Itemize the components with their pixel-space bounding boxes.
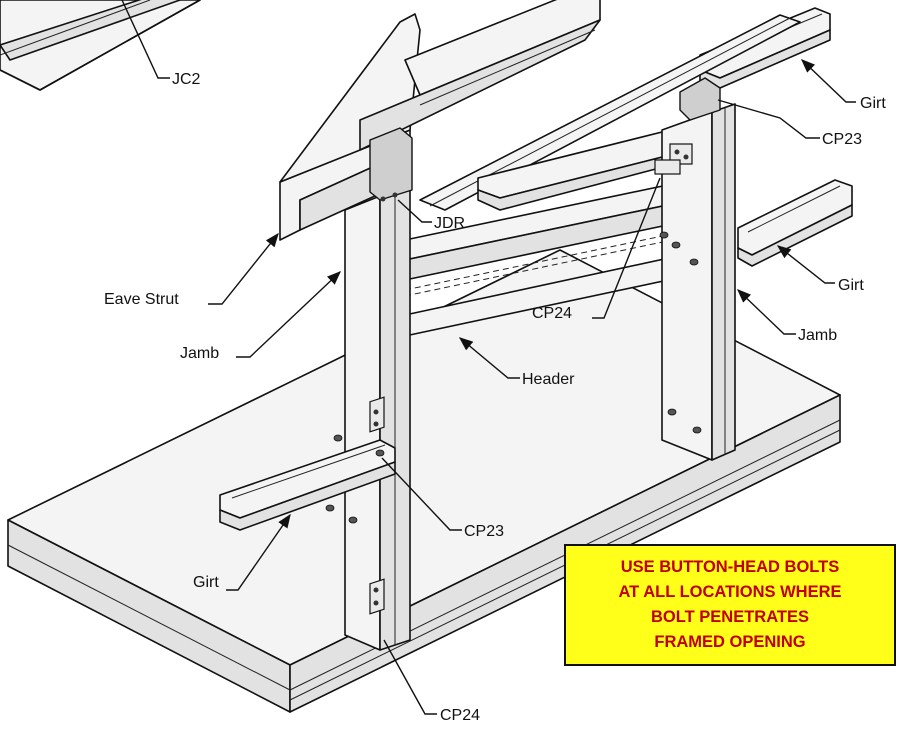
- label-jc2: JC2: [121, 0, 201, 88]
- label-jamb-right-text: Jamb: [798, 327, 837, 344]
- label-cp24-mid: CP24: [532, 177, 661, 322]
- label-girt-bottom: Girt: [193, 513, 291, 591]
- label-girt-bottom-text: Girt: [193, 574, 219, 591]
- label-cp23-top: CP23: [717, 99, 862, 148]
- label-header-text: Header: [522, 371, 575, 388]
- girt-mid: [737, 179, 853, 267]
- notice-line-4: FRAMED OPENING: [654, 633, 805, 651]
- label-cp23-bottom-text: CP23: [464, 523, 504, 540]
- label-jdr-text: JDR: [434, 215, 465, 232]
- label-cp24-mid-text: CP24: [532, 305, 572, 322]
- notice-line-3: BOLT PENETRATES: [651, 608, 809, 626]
- label-jdr: JDR: [397, 199, 465, 232]
- clip-plates: [369, 143, 693, 615]
- girt-bottom: [219, 439, 396, 531]
- girt-top: [699, 7, 831, 89]
- jamb-right: [661, 77, 736, 461]
- notice-box: USE BUTTON-HEAD BOLTS AT ALL LOCATIONS W…: [564, 544, 896, 666]
- label-cp24-bottom-text: CP24: [440, 707, 480, 724]
- label-cp24-bottom: CP24: [383, 639, 480, 724]
- label-girt-mid: Girt: [776, 245, 864, 294]
- label-header: Header: [458, 337, 575, 388]
- label-eave-strut: Eave Strut: [104, 232, 279, 308]
- jc2-channel: [0, 0, 201, 91]
- label-jamb-left: Jamb: [180, 271, 342, 362]
- label-girt-mid-text: Girt: [838, 277, 864, 294]
- jamb-left: [344, 127, 413, 651]
- label-cp23-top-text: CP23: [822, 131, 862, 148]
- label-cp23-bottom: CP23: [381, 457, 504, 540]
- notice-background: [564, 544, 896, 666]
- label-jamb-left-text: Jamb: [180, 345, 219, 362]
- button-head-bolts: [325, 231, 702, 524]
- label-girt-top-text: Girt: [860, 95, 886, 112]
- label-eave-strut-text: Eave Strut: [104, 291, 179, 308]
- label-girt-top: Girt: [800, 59, 886, 112]
- notice-line-2: AT ALL LOCATIONS WHERE: [618, 583, 841, 601]
- label-jamb-right: Jamb: [736, 289, 837, 344]
- notice-line-1: USE BUTTON-HEAD BOLTS: [621, 558, 839, 576]
- label-jc2-text: JC2: [172, 71, 201, 88]
